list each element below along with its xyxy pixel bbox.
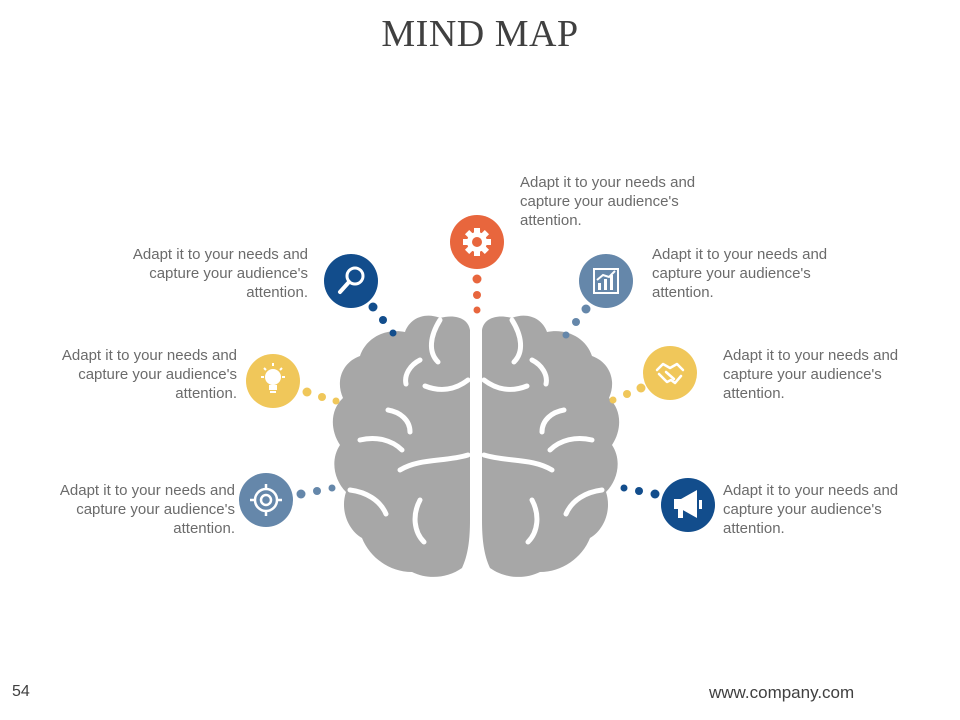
note-line: capture your audience's — [76, 501, 235, 518]
handshake-icon — [655, 362, 685, 385]
note-line: capture your audience's — [723, 501, 882, 518]
connector-gear — [472, 274, 482, 314]
connector-target — [296, 484, 336, 499]
note-line: Adapt it to your needs and — [59, 482, 235, 499]
note-line: Adapt it to your needs and — [652, 246, 828, 263]
note-megaphone: Adapt it to your needs and capture your … — [723, 481, 923, 538]
note-target: Adapt it to your needs and capture your … — [35, 481, 235, 538]
note-line: attention. — [723, 385, 785, 402]
note-line: capture your audience's — [652, 265, 811, 282]
note-line: Adapt it to your needs and — [520, 174, 696, 191]
target-icon — [250, 484, 282, 516]
note-line: Adapt it to your needs and — [132, 246, 308, 263]
note-line: Adapt it to your needs and — [723, 347, 899, 364]
connector-handshake — [609, 383, 646, 404]
node-megaphone — [661, 478, 715, 532]
connector-bulb — [302, 387, 340, 405]
node-bulb — [246, 354, 300, 408]
note-line: capture your audience's — [723, 366, 882, 383]
lightbulb-icon — [261, 363, 285, 393]
note-search: Adapt it to your needs and capture your … — [108, 245, 308, 302]
note-gear: Adapt it to your needs and capture your … — [520, 173, 720, 230]
note-chart: Adapt it to your needs and capture your … — [652, 245, 852, 302]
note-line: capture your audience's — [78, 366, 237, 383]
bar-chart-icon — [593, 268, 619, 294]
note-line: capture your audience's — [149, 265, 308, 282]
node-handshake — [643, 346, 697, 400]
node-search — [324, 254, 378, 308]
connector-chart — [562, 304, 591, 339]
node-gear — [450, 215, 504, 269]
note-line: attention. — [520, 212, 582, 229]
search-icon — [338, 266, 365, 294]
connector-search — [368, 302, 397, 337]
note-line: attention. — [723, 520, 785, 537]
note-handshake: Adapt it to your needs and capture your … — [723, 346, 923, 403]
node-target — [239, 473, 293, 527]
note-line: attention. — [246, 284, 308, 301]
note-line: attention. — [652, 284, 714, 301]
note-line: capture your audience's — [520, 193, 679, 210]
note-line: Adapt it to your needs and — [723, 482, 899, 499]
slide-title: MIND MAP — [381, 13, 579, 55]
note-bulb: Adapt it to your needs and capture your … — [37, 346, 237, 403]
page-number: 54 — [12, 683, 30, 700]
website-link[interactable]: www.company.com — [709, 683, 855, 702]
note-line: attention. — [175, 385, 237, 402]
node-chart — [579, 254, 633, 308]
megaphone-icon — [674, 490, 702, 518]
connector-megaphone — [620, 484, 660, 499]
note-line: attention. — [173, 520, 235, 537]
brain-icon — [332, 315, 620, 577]
gear-icon — [463, 228, 491, 256]
note-line: Adapt it to your needs and — [61, 347, 237, 364]
